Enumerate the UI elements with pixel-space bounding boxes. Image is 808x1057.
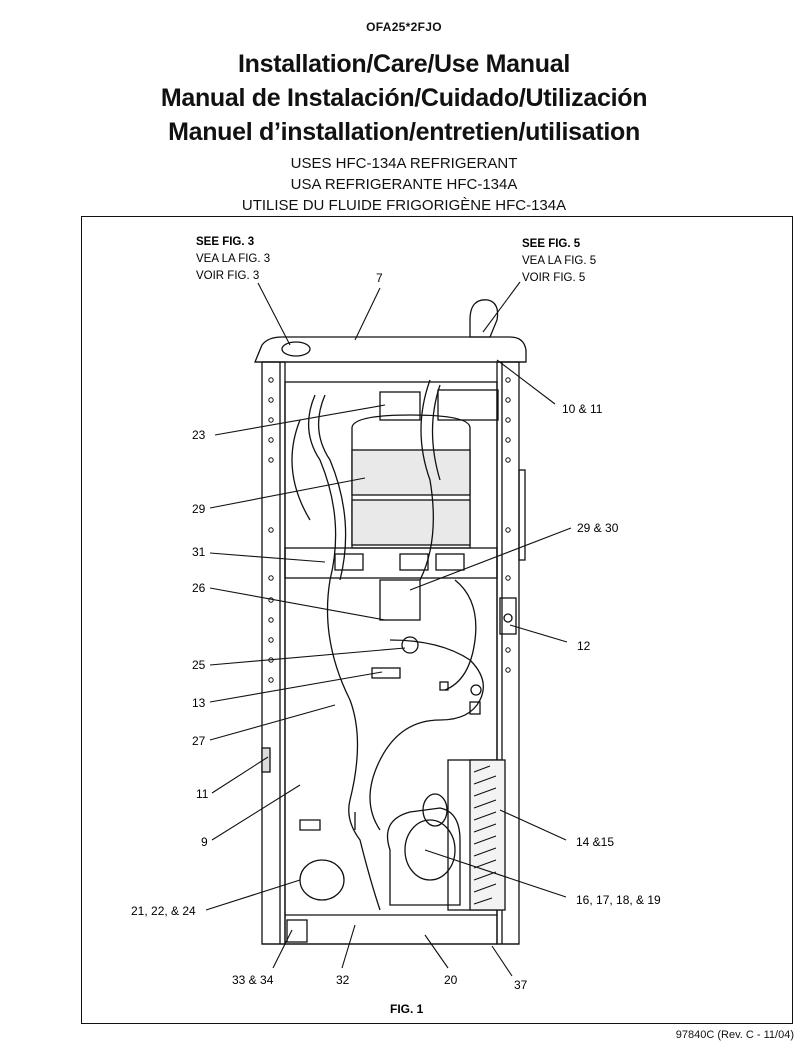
drain-fitting xyxy=(281,341,311,357)
callout-32: 32 xyxy=(336,973,350,987)
control-panel xyxy=(499,597,517,635)
figure-caption: FIG. 1 xyxy=(390,1002,424,1016)
see-fig3-label: SEE FIG. 3 xyxy=(196,236,254,248)
model-number: OFA25*2FJO xyxy=(366,20,442,34)
callout-10-11: 10 & 11 xyxy=(562,402,603,416)
compressor xyxy=(386,807,461,906)
see-fig5-label-fr: VOIR FIG. 5 xyxy=(522,272,585,284)
fan xyxy=(422,793,448,827)
left-side-rail xyxy=(261,361,286,945)
bubbler xyxy=(469,299,499,338)
callout-21-24: 21, 22, & 24 xyxy=(131,904,196,918)
callout-29: 29 xyxy=(192,502,206,516)
see-fig3-label-fr: VOIR FIG. 3 xyxy=(196,270,259,282)
callout-23: 23 xyxy=(192,428,206,442)
support-bracket xyxy=(284,547,498,579)
figure-frame xyxy=(81,216,793,1024)
callout-29-30: 29 & 30 xyxy=(577,521,619,535)
see-fig5-label: SEE FIG. 5 xyxy=(522,238,581,250)
callout-13: 13 xyxy=(192,696,206,710)
callout-37: 37 xyxy=(514,978,528,992)
callout-25: 25 xyxy=(192,658,206,672)
subtitle-spanish: USA REFRIGERANTE HFC-134A xyxy=(290,176,518,193)
junction-box xyxy=(286,919,308,943)
callout-16-19: 16, 17, 18, & 19 xyxy=(576,893,661,907)
document-number: 97840C (Rev. C - 11/04) xyxy=(675,1029,794,1041)
filter-drier xyxy=(299,859,345,901)
cooling-tank xyxy=(351,414,471,549)
see-fig5-label-es: VEA LA FIG. 5 xyxy=(522,255,596,267)
title-french: Manuel d’installation/entretien/utilisat… xyxy=(168,118,640,146)
callout-26: 26 xyxy=(192,581,206,595)
subtitle-english: USES HFC-134A REFRIGERANT xyxy=(290,155,518,172)
callout-31: 31 xyxy=(192,545,206,559)
callout-9: 9 xyxy=(201,835,208,849)
callout-12: 12 xyxy=(577,639,591,653)
title-spanish: Manual de Instalación/Cuidado/Utilizació… xyxy=(160,84,648,112)
see-fig3-label-es: VEA LA FIG. 3 xyxy=(196,253,270,265)
callout-7: 7 xyxy=(376,271,383,285)
callout-27: 27 xyxy=(192,734,206,748)
callout-11: 11 xyxy=(196,787,209,801)
title-english: Installation/Care/Use Manual xyxy=(238,50,570,78)
callout-20: 20 xyxy=(444,973,458,987)
top-cover xyxy=(254,336,527,363)
regulator xyxy=(379,579,421,621)
callout-14-15: 14 &15 xyxy=(576,835,614,849)
callout-33-34: 33 & 34 xyxy=(232,973,274,987)
subtitle-french: UTILISE DU FLUIDE FRIGORIGÈNE HFC-134A xyxy=(241,197,567,214)
